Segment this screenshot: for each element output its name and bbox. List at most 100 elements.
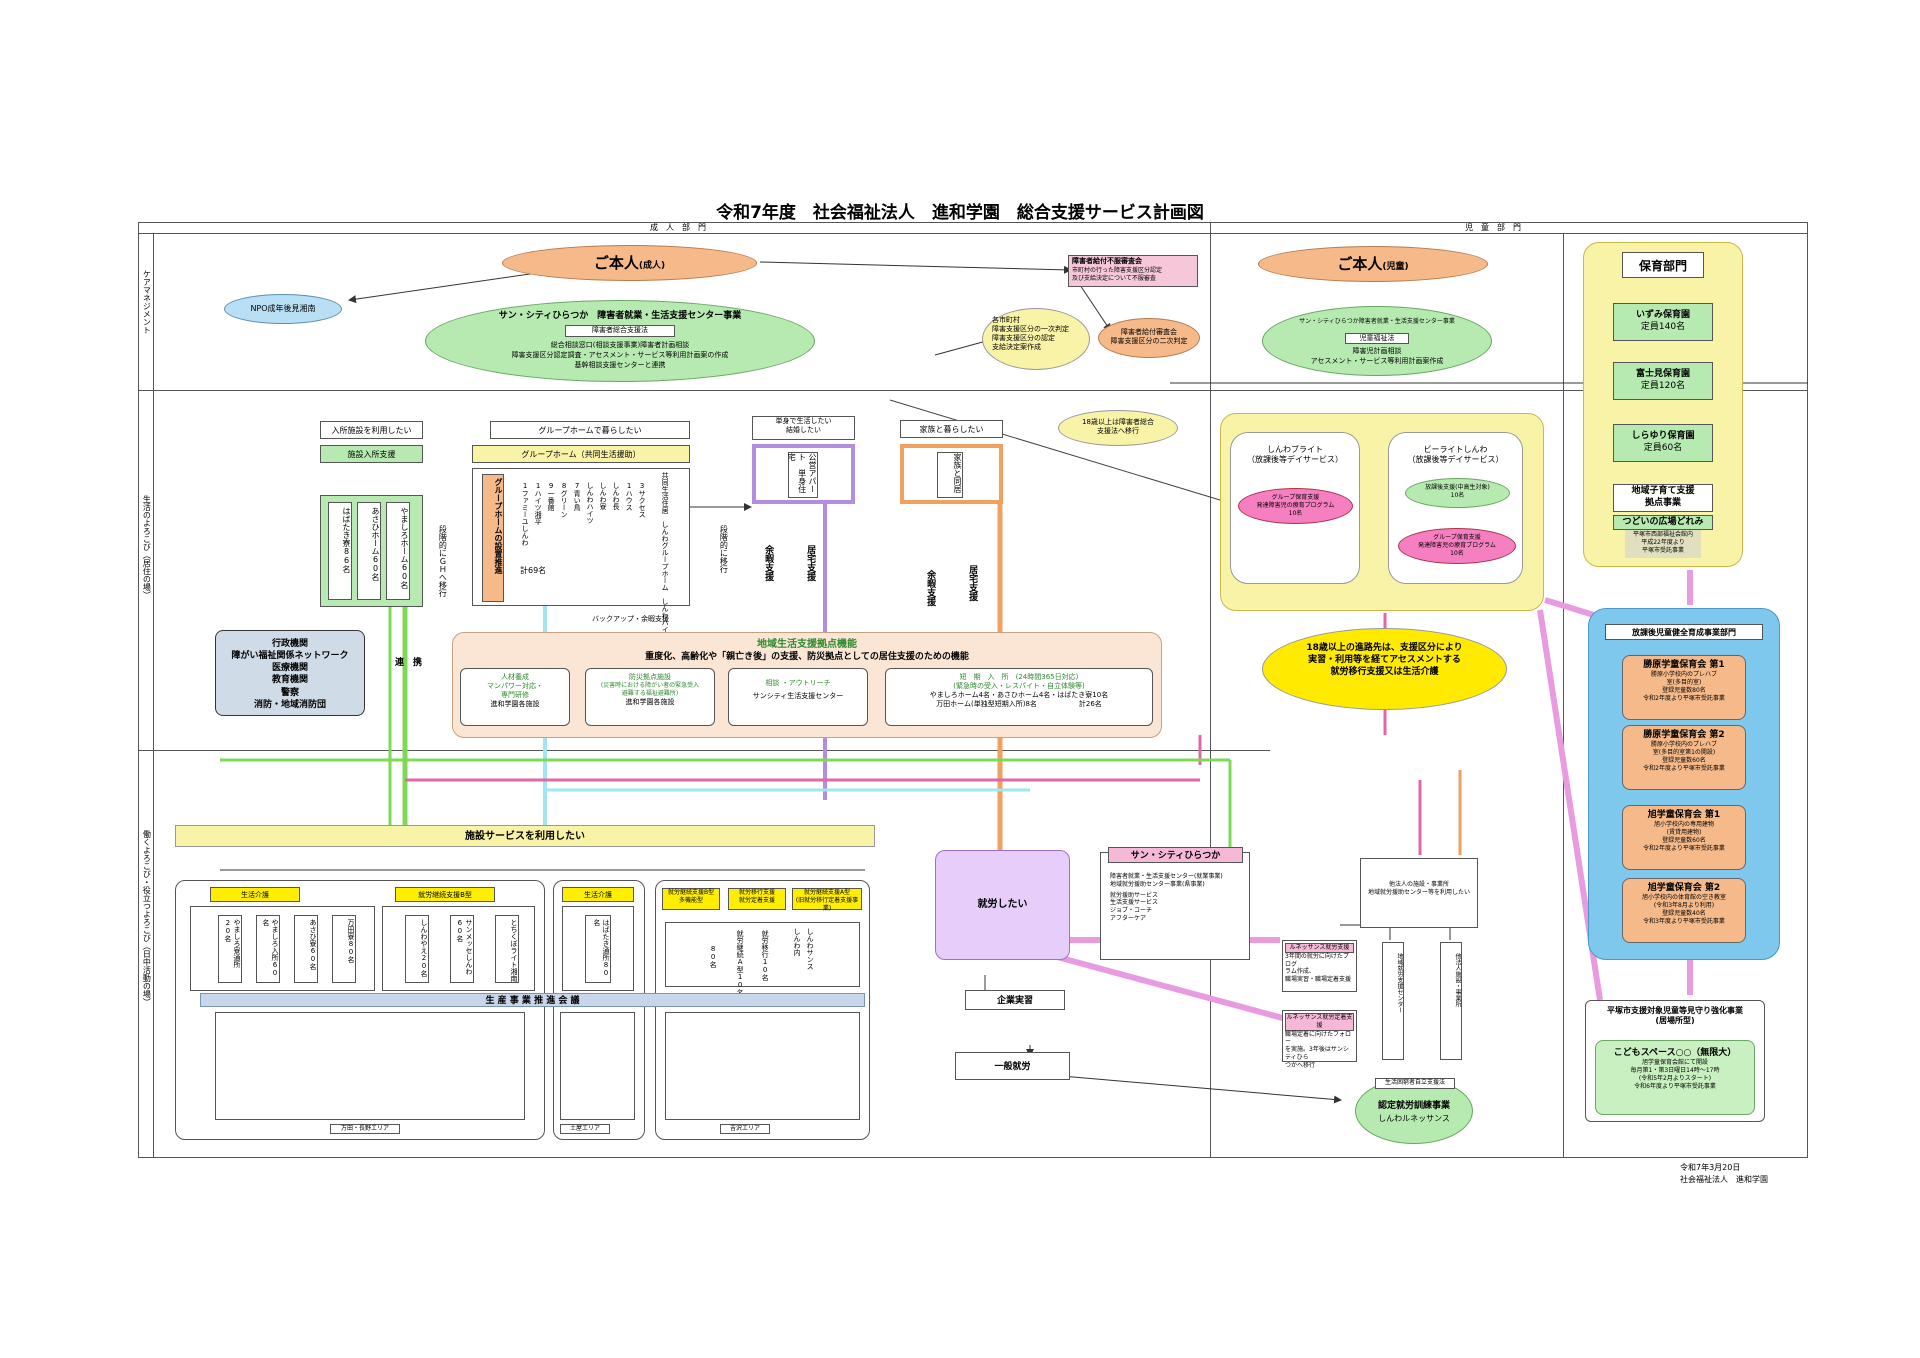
nursery-hub: 地域子育て支援拠点事業 xyxy=(1613,484,1713,512)
mid-col-5: 80名 xyxy=(709,945,718,968)
b-home-2: サンメッセしんわ60名 xyxy=(450,915,474,983)
gh-list-4: 8グリーン xyxy=(560,482,569,518)
gh-list-9: 1ハウス xyxy=(625,482,634,511)
day-home-4: 万田寮80名 xyxy=(332,915,356,983)
facility-house-2: あさひホーム60名 xyxy=(357,502,381,600)
mid-col-3: 就労移行10名 xyxy=(761,930,770,981)
mid-col-4: 就労継続A型10名 xyxy=(736,930,745,996)
org-label: 社会福祉法人 進和学園 xyxy=(1680,1175,1768,1184)
gh-list-8: しんわ長 xyxy=(612,482,621,510)
belight-afterschool: 放課後支援(中高生対象)10名 xyxy=(1425,484,1490,499)
want-facility-bar: 施設サービスを利用したい xyxy=(175,825,875,847)
general-work-box: 一般就労 xyxy=(955,1052,1070,1080)
transition-text: 18歳以上は障害者総合支援法へ移行 xyxy=(1082,418,1154,436)
center-line-2: 障害支援区分認定調査・アセスメント・サービス等利用計画案の作成 xyxy=(511,351,729,359)
mid-head-3: 就労継続支援A型(旧就労移行定着支援事業) xyxy=(792,888,862,912)
area-label-2: 土屋エリア xyxy=(560,1124,610,1134)
municipality-text: 各市町村障害支援区分の一次判定障害支援区分の認定支給決定案作成 xyxy=(992,316,1069,352)
care-row-label: ケアマネジメント xyxy=(142,270,152,334)
need-facility-box: 入所施設を利用したい xyxy=(320,421,423,439)
gh-list-6: しんわハイツ xyxy=(586,482,595,524)
bright-name: しんわブライト（放課後等デイサービス） xyxy=(1247,445,1343,465)
mid-head-2: 就労移行支援就労定着支援 xyxy=(728,888,786,910)
hub-box-shortstay: 短 期 入 所 (24時間365日対応)(緊急時の受入・レスパイト・自立体験等)… xyxy=(885,668,1153,726)
suncity-lines: 障害者就業・生活支援センター(就業事業)地域就労援助センター事業(県事業)就労援… xyxy=(1110,873,1223,922)
suncity-box xyxy=(1100,852,1250,960)
center-title: サン・シティひらつか 障害者就業・生活支援センター事業 xyxy=(498,311,742,321)
gh-setup: グループホームの設置推進 xyxy=(482,474,504,602)
facility-house-3: やましろホーム60名 xyxy=(386,502,410,600)
leisure-label-2: 余暇支援 xyxy=(925,570,936,606)
child-section-label: 児 童 部 門 xyxy=(1465,223,1521,232)
nursery-hub-name: つどいの広場どれみ xyxy=(1613,515,1713,530)
age18-text: 18歳以上の進路先は、支援区分により実習・利用等を経てアセスメントする就労移行支… xyxy=(1306,643,1463,678)
row-label-divider xyxy=(153,234,154,1158)
date-label: 令和7年3月20日 xyxy=(1680,1163,1741,1172)
adult-section-label: 成 人 部 門 xyxy=(650,223,706,232)
mid-col-1: しんわ内 xyxy=(793,928,802,956)
need-single-box: 単身で生活したい結婚したい xyxy=(752,416,855,440)
ibasho-title: 平塚市支援対象児童等見守り強化事業(居場所型) xyxy=(1607,1006,1743,1026)
production-list-3 xyxy=(665,1012,860,1120)
suncity-title: サン・シティひらつか xyxy=(1108,847,1243,863)
need-gh-box: グループホームで暮らしたい xyxy=(490,421,690,439)
gh-list-3: 9一番館 xyxy=(547,482,556,511)
complaint-title: 障害者給付不服審査会 xyxy=(1072,257,1142,265)
gh-list-5: 7青い鳥 xyxy=(573,482,582,511)
production-list-2 xyxy=(560,1012,635,1120)
review-text: 障害者給付審査会障害支援区分の二次判定 xyxy=(1110,328,1188,346)
gh-box xyxy=(472,468,690,606)
center-line-3: 基幹相談支援センターと連携 xyxy=(574,361,666,369)
train-name: しんわルネッサンス xyxy=(1378,1114,1450,1123)
mid-head-1: 就労継続支援B型多機能型 xyxy=(662,888,720,910)
complaint-line-2: 及び支給決定について不服審査 xyxy=(1072,274,1156,282)
child-person-label: ご本人(児童) xyxy=(1337,255,1409,273)
section-divider xyxy=(1210,222,1211,1158)
mid-box xyxy=(665,922,860,987)
gh-header: グループホーム（共同生活援助） xyxy=(472,445,690,463)
area-label-1: 万田・長野エリア xyxy=(330,1124,400,1134)
review-oval xyxy=(1098,318,1200,358)
nursery-izumi: いずみ保育園定員140名 xyxy=(1613,303,1713,341)
center-line-1: 総合相談窓口(相談支援事業)障害者計画相談 xyxy=(550,341,690,349)
row-divider-2 xyxy=(138,750,1270,751)
want-work-box[interactable] xyxy=(935,850,1070,960)
nursery-fujimi: 富士見保育園定員120名 xyxy=(1613,362,1713,400)
belight-afterschool-oval xyxy=(1405,478,1510,508)
transition-oval xyxy=(1058,410,1178,446)
gh-list-7: しんわ寮 xyxy=(599,482,608,510)
nursery-hub-detail: 平塚市西部福祉会館内平成22年度より平塚市受託事業 xyxy=(1625,530,1701,558)
page-title: 令和7年度 社会福祉法人 進和学園 総合支援サービス計画図 xyxy=(716,203,1204,223)
apartment-label: 公営アパート 単身住宅 xyxy=(787,452,818,498)
nursery-panel xyxy=(1583,242,1743,567)
child-person-oval xyxy=(1258,246,1488,282)
day-home-3: あさひ寮60名 xyxy=(294,915,318,983)
ibasho-box: こどもスペース○○（無限大）旭学童保育会館にて開設毎月第1・第3日曜日14時～1… xyxy=(1595,1040,1755,1115)
need-family-box: 家族と暮らしたい xyxy=(900,420,1003,438)
npo-label: NPO成年後見湘南 xyxy=(250,304,316,313)
home-support-2: 居宅支援 xyxy=(967,565,978,601)
bright-program-oval xyxy=(1238,488,1353,524)
home-support-1: 居宅支援 xyxy=(805,545,816,581)
other-col-2: 他法人施設・事業所 xyxy=(1440,942,1462,1060)
b-home-3: とちくぼライト湘南 xyxy=(495,915,519,983)
network-box xyxy=(215,630,365,716)
other-col-1: 地域就労支援センター xyxy=(1382,942,1404,1060)
child-center-line-1: 障害児計画相談 xyxy=(1352,347,1402,355)
adult-person-oval xyxy=(502,245,757,281)
complaint-box: 障害者給付不服審査会 市町村の行った障害支援区分認定 及び支給決定について不服審… xyxy=(1068,255,1198,287)
collab-label: 連 携 xyxy=(395,658,423,668)
life-row-label: 生活のよろこび（居住の場） xyxy=(142,495,152,599)
afterschool-title: 放課後児童健全育成事業部門 xyxy=(1605,624,1763,640)
shuro-b-label: 就労継続支援B型 xyxy=(395,887,495,902)
other-facility-box: 他法人の施設・事業所地域就労援助センター等を利用したい xyxy=(1360,858,1478,928)
gh-list-2: 1ハイツ湘平 xyxy=(534,482,543,525)
hub-title: 地域生活支援拠点機能 xyxy=(757,639,857,650)
outer-frame xyxy=(138,222,1808,1158)
